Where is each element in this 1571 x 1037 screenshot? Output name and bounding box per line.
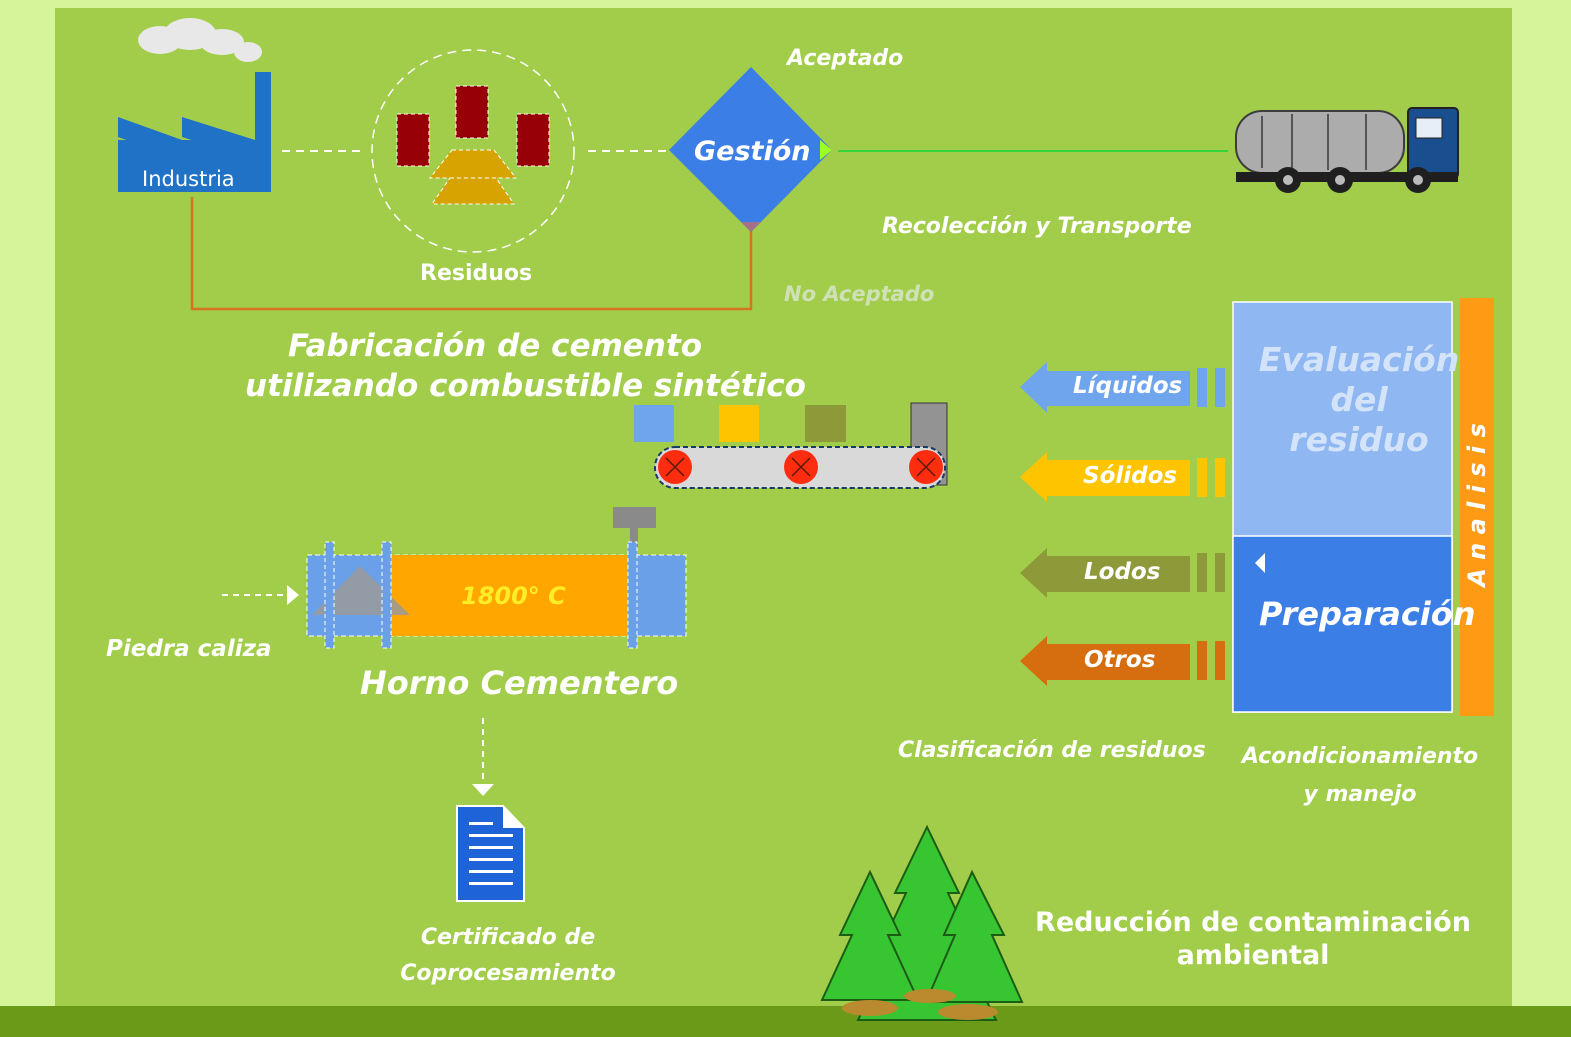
factory-icon bbox=[118, 18, 271, 192]
otros-label: Otros bbox=[1084, 647, 1156, 673]
reduccion-label: Reducción de contaminación ambiental bbox=[1030, 906, 1476, 972]
trees-icon bbox=[820, 824, 1024, 1021]
clasificacion-label: Clasificación de residuos bbox=[898, 738, 1206, 763]
fabricacion-title-line2: utilizando combustible sintético bbox=[245, 368, 806, 404]
residuos-circle bbox=[371, 49, 575, 253]
analisis-label: A n a l i s i s bbox=[1463, 423, 1491, 587]
fabricacion-title-line1: Fabricación de cemento bbox=[287, 328, 703, 364]
piedra-caliza-label: Piedra caliza bbox=[106, 636, 272, 662]
liquidos-label: Líquidos bbox=[1073, 373, 1183, 399]
evaluacion-label: Evaluación del residuo bbox=[1248, 340, 1470, 460]
evaluacion-line3: residuo bbox=[1289, 420, 1429, 459]
ground-strip bbox=[0, 1006, 1571, 1037]
certificado-line1: Certificado de bbox=[420, 925, 596, 950]
acondicionamiento-line2: y manejo bbox=[1303, 782, 1417, 807]
reduccion-line1: Reducción de contaminación bbox=[1035, 907, 1471, 938]
evaluacion-line1: Evaluación bbox=[1258, 340, 1460, 379]
acondicionamiento-line1: Acondicionamiento bbox=[1241, 744, 1479, 769]
kiln-horno bbox=[222, 507, 687, 796]
acondicionamiento-panel bbox=[1232, 298, 1494, 716]
lodos-label: Lodos bbox=[1084, 559, 1161, 585]
evaluacion-line2: del bbox=[1330, 380, 1388, 419]
industria-label: Industria bbox=[142, 167, 235, 191]
recoleccion-label: Recolección y Transporte bbox=[882, 214, 1192, 239]
kiln-temperature: 1800° C bbox=[461, 582, 566, 610]
aceptado-label: Aceptado bbox=[787, 46, 904, 71]
no-aceptado-label: No Aceptado bbox=[784, 282, 935, 306]
certificado-label: Certificado de Coprocesamiento bbox=[378, 920, 638, 992]
classification-arrows bbox=[1020, 362, 1225, 686]
certificado-line2: Coprocesamiento bbox=[400, 961, 616, 986]
fabricacion-title: Fabricación de cemento utilizando combus… bbox=[245, 326, 806, 406]
reduccion-line2: ambiental bbox=[1176, 940, 1330, 971]
horno-title: Horno Cementero bbox=[360, 664, 679, 702]
solidos-label: Sólidos bbox=[1083, 463, 1178, 489]
acondicionamiento-label: Acondicionamiento y manejo bbox=[1232, 738, 1488, 814]
conveyor-belt bbox=[634, 402, 948, 489]
truck-icon bbox=[1235, 107, 1459, 193]
preparacion-label: Preparación bbox=[1259, 595, 1476, 633]
gestion-label: Gestión bbox=[694, 136, 811, 167]
connector-lines bbox=[190, 150, 1228, 311]
document-icon bbox=[456, 805, 525, 902]
gestion-diamond bbox=[669, 67, 832, 232]
residuos-label: Residuos bbox=[420, 261, 533, 286]
